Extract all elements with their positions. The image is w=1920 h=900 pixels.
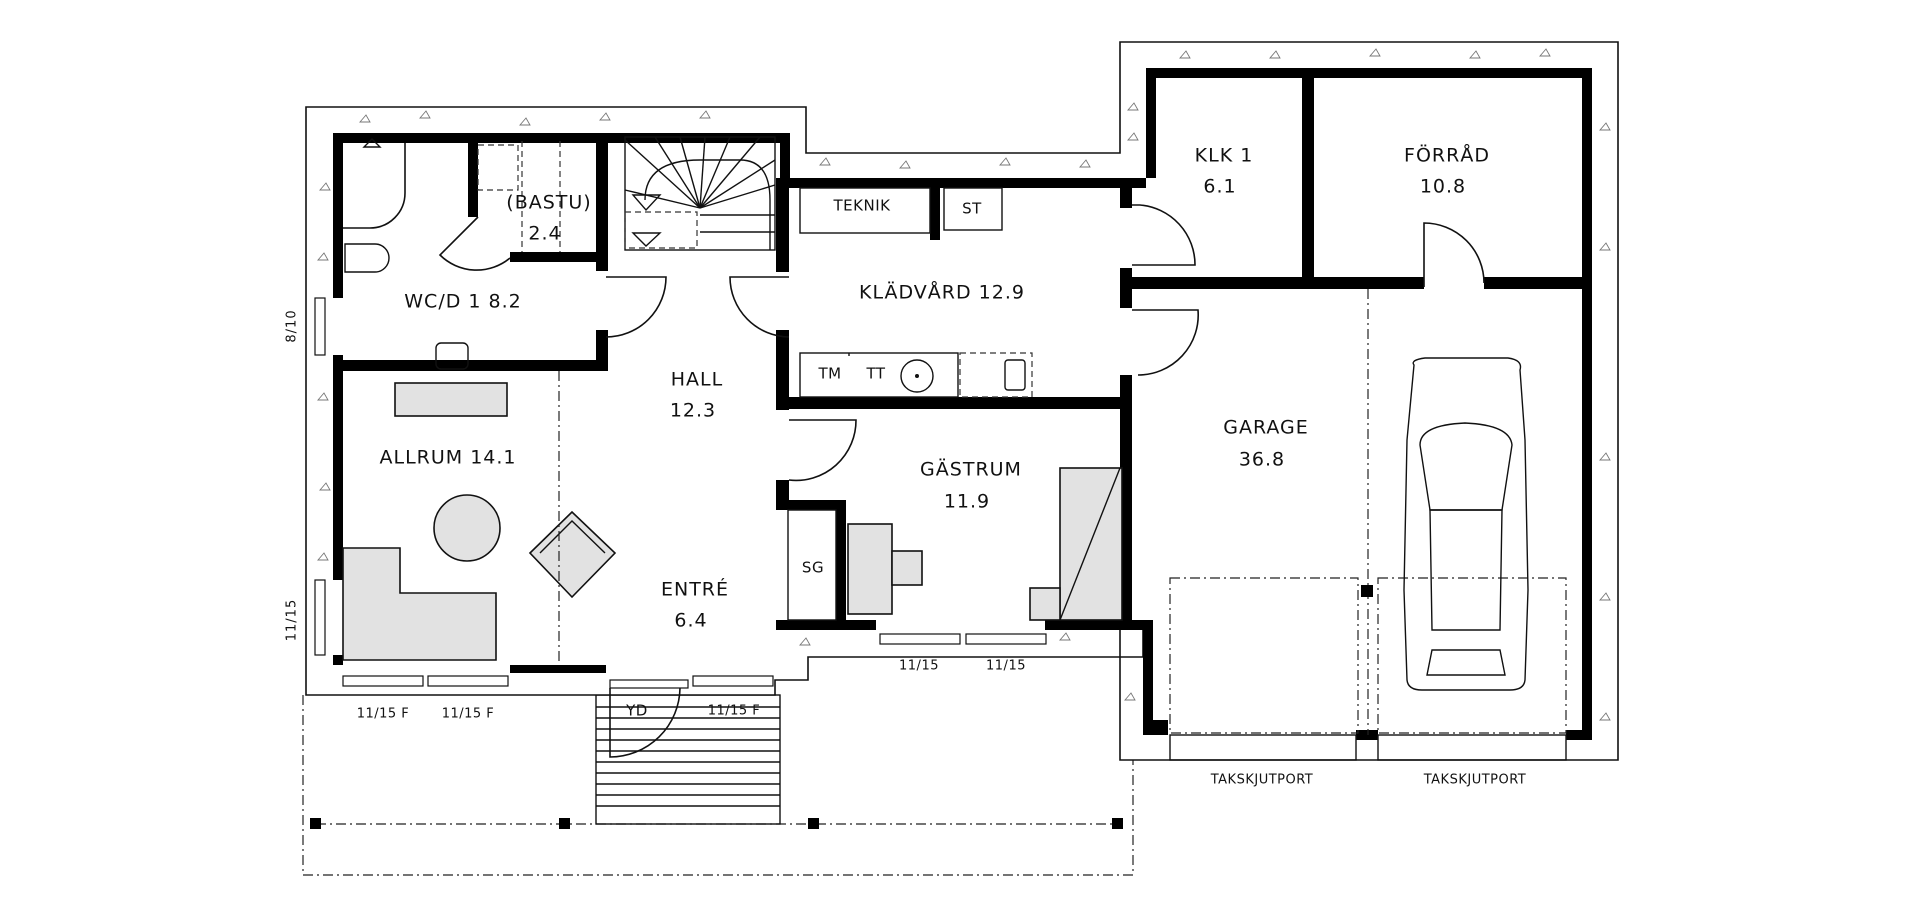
room-label-entre: ENTRÉ	[660, 578, 730, 601]
walls	[333, 68, 1592, 740]
window-label-left-upper: 8/10	[284, 309, 300, 343]
windows	[314, 297, 1047, 689]
car-icon	[1403, 357, 1529, 691]
terrace-outline	[302, 695, 1134, 876]
room-label-hall: HALL	[670, 368, 724, 391]
room-label-st: ST	[962, 199, 982, 218]
fixtures	[344, 138, 561, 370]
room-label-forrad: FÖRRÅD	[1404, 144, 1490, 167]
door-label-yd: YD	[626, 701, 648, 720]
room-label-klk: KLK 1	[1194, 144, 1254, 167]
room-label-gastrum: GÄSTRUM	[920, 458, 1022, 481]
room-area-hall: 12.3	[669, 399, 717, 422]
room-area-klk: 6.1	[1203, 175, 1237, 198]
room-label-bastu: (BASTU)	[506, 191, 592, 214]
garage-details	[1169, 289, 1567, 761]
window-label-allrum-1: 11/15 F	[356, 706, 410, 722]
laundry-counter	[799, 352, 1033, 398]
column-marker	[310, 818, 321, 829]
teknik-st-boxes	[799, 187, 1003, 234]
room-area-entre: 6.4	[674, 609, 708, 632]
window-label-allrum-2: 11/15 F	[441, 706, 495, 722]
room-label-wcd: WC/D 1 8.2	[404, 290, 522, 313]
doors	[343, 143, 1485, 758]
window-label-gastrum-1: 11/15	[899, 658, 939, 674]
room-label-allrum: ALLRUM 14.1	[379, 446, 517, 469]
column-marker	[559, 818, 570, 829]
window-label-left-lower: 11/15	[284, 598, 300, 642]
gastrum-furniture	[787, 467, 1123, 621]
room-label-sg: SG	[801, 558, 825, 577]
window-label-gastrum-2: 11/15	[986, 658, 1026, 674]
appliance-tt: TT	[866, 364, 886, 383]
staircase	[624, 136, 776, 251]
room-area-gastrum: 11.9	[943, 490, 991, 513]
garage-door-label-2: TAKSKJUTPORT	[1423, 772, 1527, 788]
room-area-forrad: 10.8	[1419, 175, 1467, 198]
column-marker	[808, 818, 819, 829]
room-label-teknik: TEKNIK	[833, 196, 891, 215]
appliance-tm: TM	[818, 364, 842, 383]
concrete-texture	[317, 48, 1611, 721]
room-area-bastu: 2.4	[528, 222, 562, 245]
window-label-entre: 11/15 F	[707, 703, 761, 719]
allrum-furniture	[342, 371, 617, 665]
column-marker	[1112, 818, 1123, 829]
room-label-kladvard: KLÄDVÅRD 12.9	[859, 281, 1025, 304]
entrance-steps	[595, 694, 781, 825]
room-label-garage: GARAGE	[1223, 416, 1309, 439]
garage-door-label-1: TAKSKJUTPORT	[1210, 772, 1314, 788]
room-area-garage: 36.8	[1238, 448, 1286, 471]
